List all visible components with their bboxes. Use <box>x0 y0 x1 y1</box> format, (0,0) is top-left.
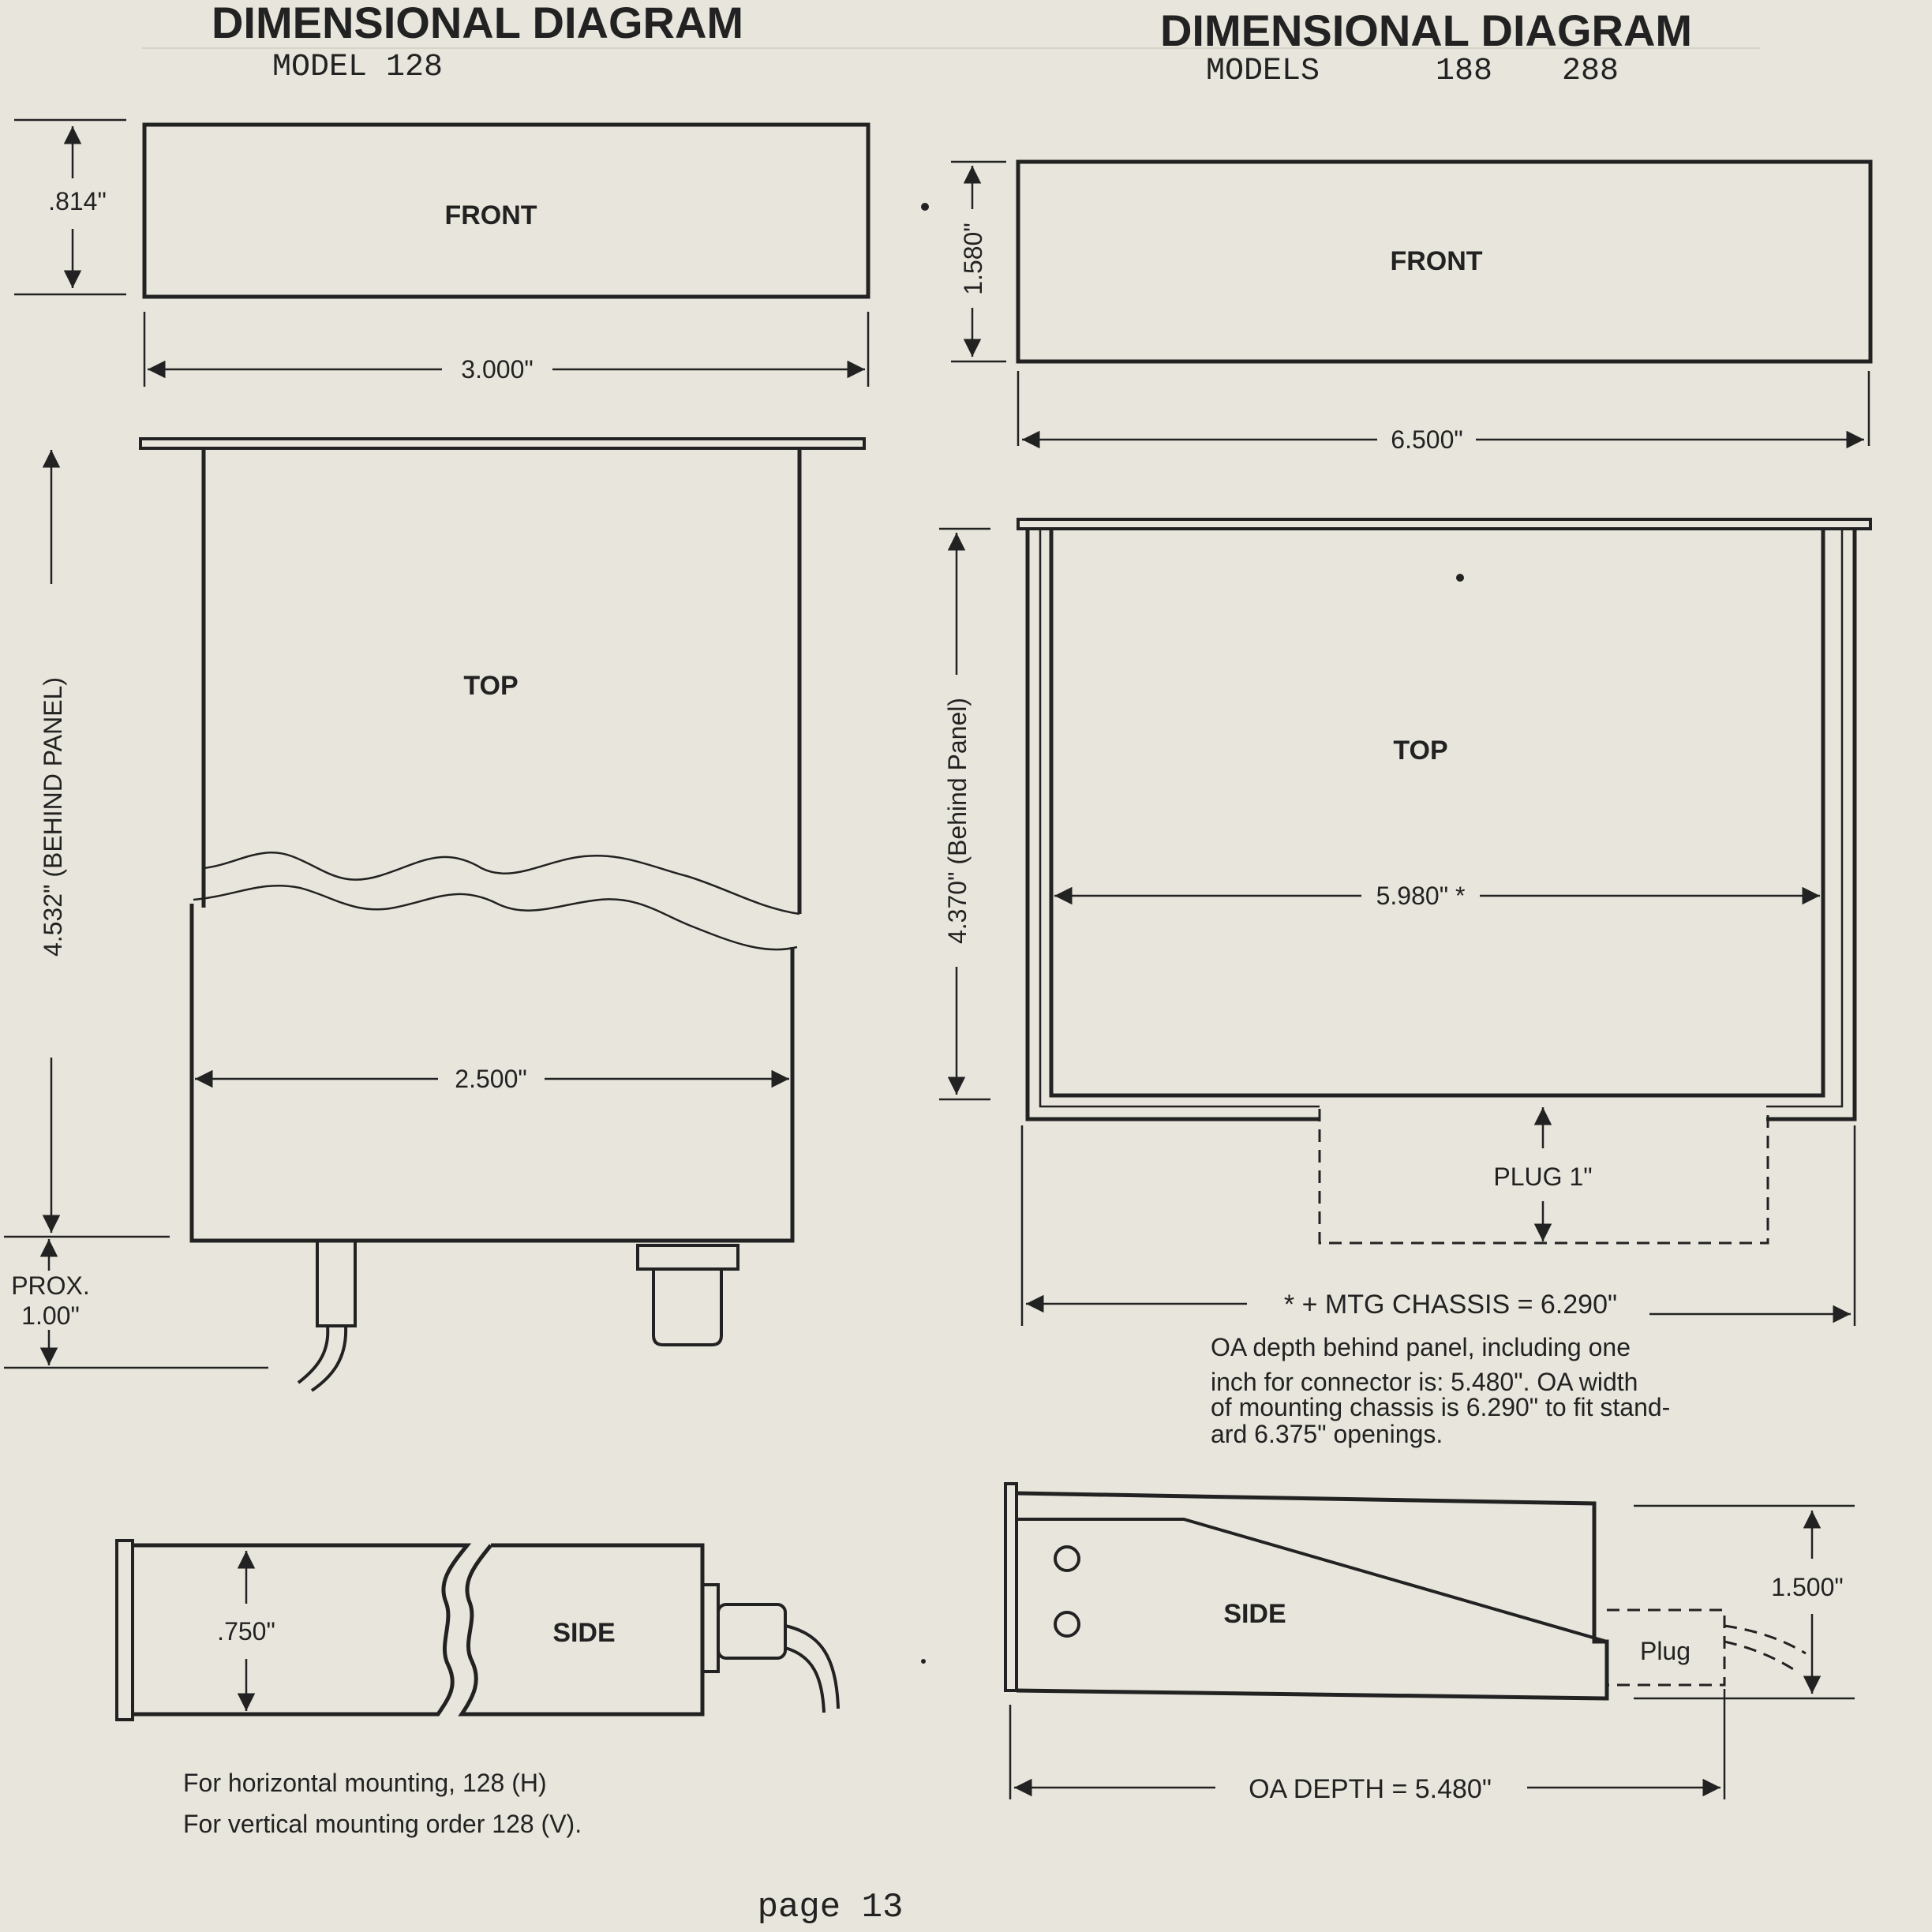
left-note-line-1: For horizontal mounting, 128 (H) <box>183 1769 547 1797</box>
left-cable <box>297 1325 348 1392</box>
right-side-plug-label: Plug <box>1640 1637 1690 1665</box>
left-side-connector-b <box>717 1603 787 1660</box>
left-top-panel-flange <box>139 437 866 450</box>
left-prox-value: 1.00" <box>21 1301 80 1330</box>
right-top-plug-outline <box>1318 1109 1769 1245</box>
right-subtitle-models: MODELS <box>1206 54 1320 89</box>
left-break-line-upper <box>203 852 800 915</box>
right-top-panel-flange <box>1017 518 1872 530</box>
right-subtitle-188: 188 <box>1436 54 1492 89</box>
right-side-height-dim: 1.500" <box>1771 1573 1843 1601</box>
right-side-hole-lower <box>1054 1611 1080 1638</box>
right-side-label: SIDE <box>1223 1599 1286 1629</box>
right-side-hole-upper <box>1054 1545 1080 1572</box>
right-note-line-4: ard 6.375" openings. <box>1211 1420 1443 1448</box>
right-top-chassis-inner <box>1049 529 1825 1098</box>
left-note-line-2: For vertical mounting order 128 (V). <box>183 1810 582 1838</box>
right-note-line-2: inch for connector is: 5.480". OA width <box>1211 1368 1638 1396</box>
left-side-label: SIDE <box>552 1618 615 1648</box>
right-side-plug-cable <box>1724 1624 1807 1675</box>
bleed-through-texture <box>142 47 1760 49</box>
right-top-chassis-outer <box>1025 529 1857 1121</box>
left-side-height-dim: .750" <box>217 1617 275 1646</box>
left-diagram-model-128: DIMENSIONAL DIAGRAM MODEL 128 FRONT .814… <box>4 0 871 1838</box>
right-front-height-dim: 1.580" <box>959 223 987 294</box>
left-title: DIMENSIONAL DIAGRAM <box>212 0 743 47</box>
left-top-view-upper <box>201 448 802 914</box>
left-top-view-lower <box>189 904 795 1243</box>
right-oa-depth-dim: OA DEPTH = 5.480" <box>1249 1774 1492 1804</box>
right-title: DIMENSIONAL DIAGRAM <box>1160 6 1692 55</box>
right-top-label: TOP <box>1393 736 1447 766</box>
left-side-flange <box>115 1539 134 1721</box>
right-side-plug-outline <box>1607 1608 1726 1687</box>
right-mtg-chassis-dim: * + MTG CHASSIS = 6.290" <box>1284 1290 1617 1320</box>
right-front-label: FRONT <box>1390 246 1482 276</box>
left-side-body-rear <box>458 1543 705 1717</box>
right-top-chassis-mid <box>1039 529 1844 1108</box>
left-cable-sleeve <box>316 1241 357 1327</box>
left-side-connector-a <box>701 1583 720 1673</box>
right-behind-panel-dim: 4.370" (Behind Panel) <box>943 698 972 944</box>
right-side-slope <box>1017 1518 1608 1643</box>
right-subtitle-288: 288 <box>1562 54 1619 89</box>
left-inner-width-dim: 2.500" <box>455 1065 526 1093</box>
right-note-line-1: OA depth behind panel, including one <box>1211 1333 1631 1361</box>
left-behind-panel-dim: 4.532" (BEHIND PANEL) <box>39 677 67 957</box>
right-inner-width-dim: 5.980" * <box>1376 882 1466 910</box>
left-side-cable <box>784 1624 840 1713</box>
left-prox-label: PROX. <box>11 1271 90 1300</box>
left-connector-base <box>636 1244 739 1271</box>
left-connector <box>652 1269 723 1346</box>
right-side-flange <box>1004 1482 1018 1692</box>
right-note-line-3: of mounting chassis is 6.290" to fit sta… <box>1211 1393 1670 1421</box>
right-front-width-dim: 6.500" <box>1391 425 1462 454</box>
page-number: page 13 <box>758 1888 904 1927</box>
left-subtitle: MODEL 128 <box>272 50 443 85</box>
right-diagram-models-188-288: DIMENSIONAL DIAGRAM MODELS 188 288 FRONT… <box>939 6 1873 1804</box>
right-side-body <box>1016 1491 1609 1701</box>
left-front-height-dim: .814" <box>48 187 107 215</box>
right-plug-label: PLUG 1" <box>1493 1163 1592 1191</box>
left-front-view <box>142 122 871 299</box>
left-front-width-dim: 3.000" <box>461 355 533 384</box>
left-side-body-front <box>133 1543 472 1717</box>
left-top-label: TOP <box>463 671 518 701</box>
right-front-view <box>1016 159 1873 364</box>
left-front-label: FRONT <box>444 200 537 230</box>
left-break-line-lower <box>193 885 798 951</box>
